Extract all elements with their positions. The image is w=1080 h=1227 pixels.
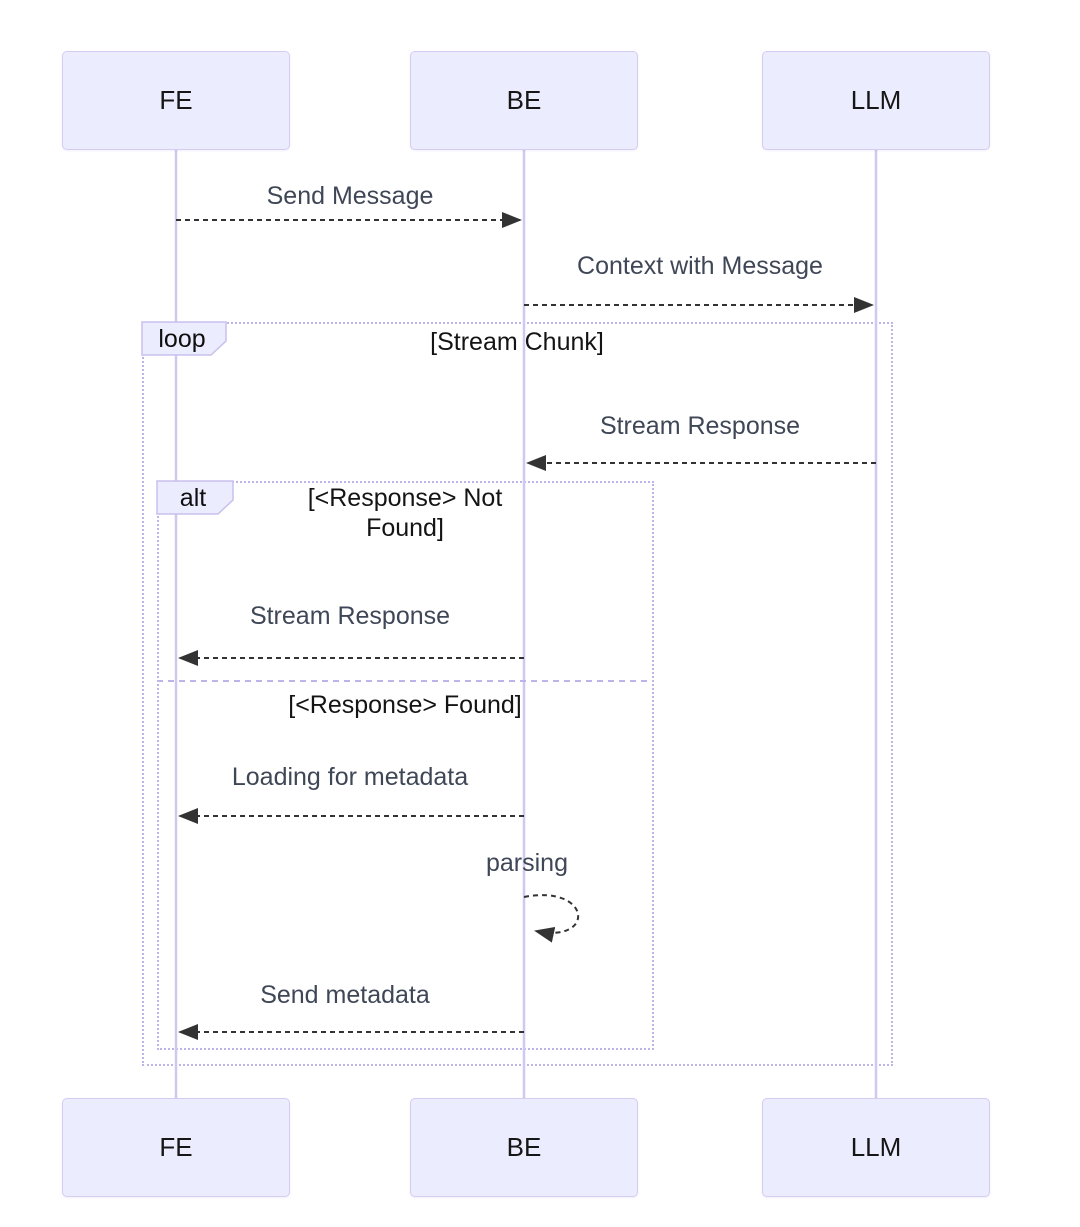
actor-label-llm-bottom: LLM [850,1132,902,1162]
message-label-send-metadata: Send metadata [260,981,430,1009]
message-label-parsing: parsing [486,849,568,877]
message-label-loading-for-metadata: Loading for metadata [231,763,469,791]
actor-box-fe-top: FE [62,51,290,150]
actor-box-fe-bottom: FE [62,1098,290,1197]
loop-title: loop [158,325,206,353]
actor-box-llm-top: LLM [762,51,990,150]
actor-label-llm-top: LLM [850,85,902,115]
actor-label-be-bottom: BE [506,1132,542,1162]
actor-label-fe-top: FE [159,85,193,115]
actor-label-fe-bottom: FE [159,1132,193,1162]
message-label-send-message: Send Message [266,182,434,210]
alt-fragment-box [157,481,654,1050]
loop-fragment-box [142,322,893,1066]
message-label-stream-response-be-fe: Stream Response [249,602,451,630]
actor-box-be-bottom: BE [410,1098,638,1197]
loop-condition: [Stream Chunk] [430,328,604,356]
actor-label-be-top: BE [506,85,542,115]
message-label-stream-response-llm-be: Stream Response [599,412,801,440]
actor-box-llm-bottom: LLM [762,1098,990,1197]
message-label-context-with-message: Context with Message [577,252,823,280]
actor-box-be-top: BE [410,51,638,150]
alt-condition-found: [<Response> Found] [288,691,522,719]
alt-condition-not-found: [<Response> Not Found] [307,484,503,542]
alt-title: alt [179,484,207,512]
